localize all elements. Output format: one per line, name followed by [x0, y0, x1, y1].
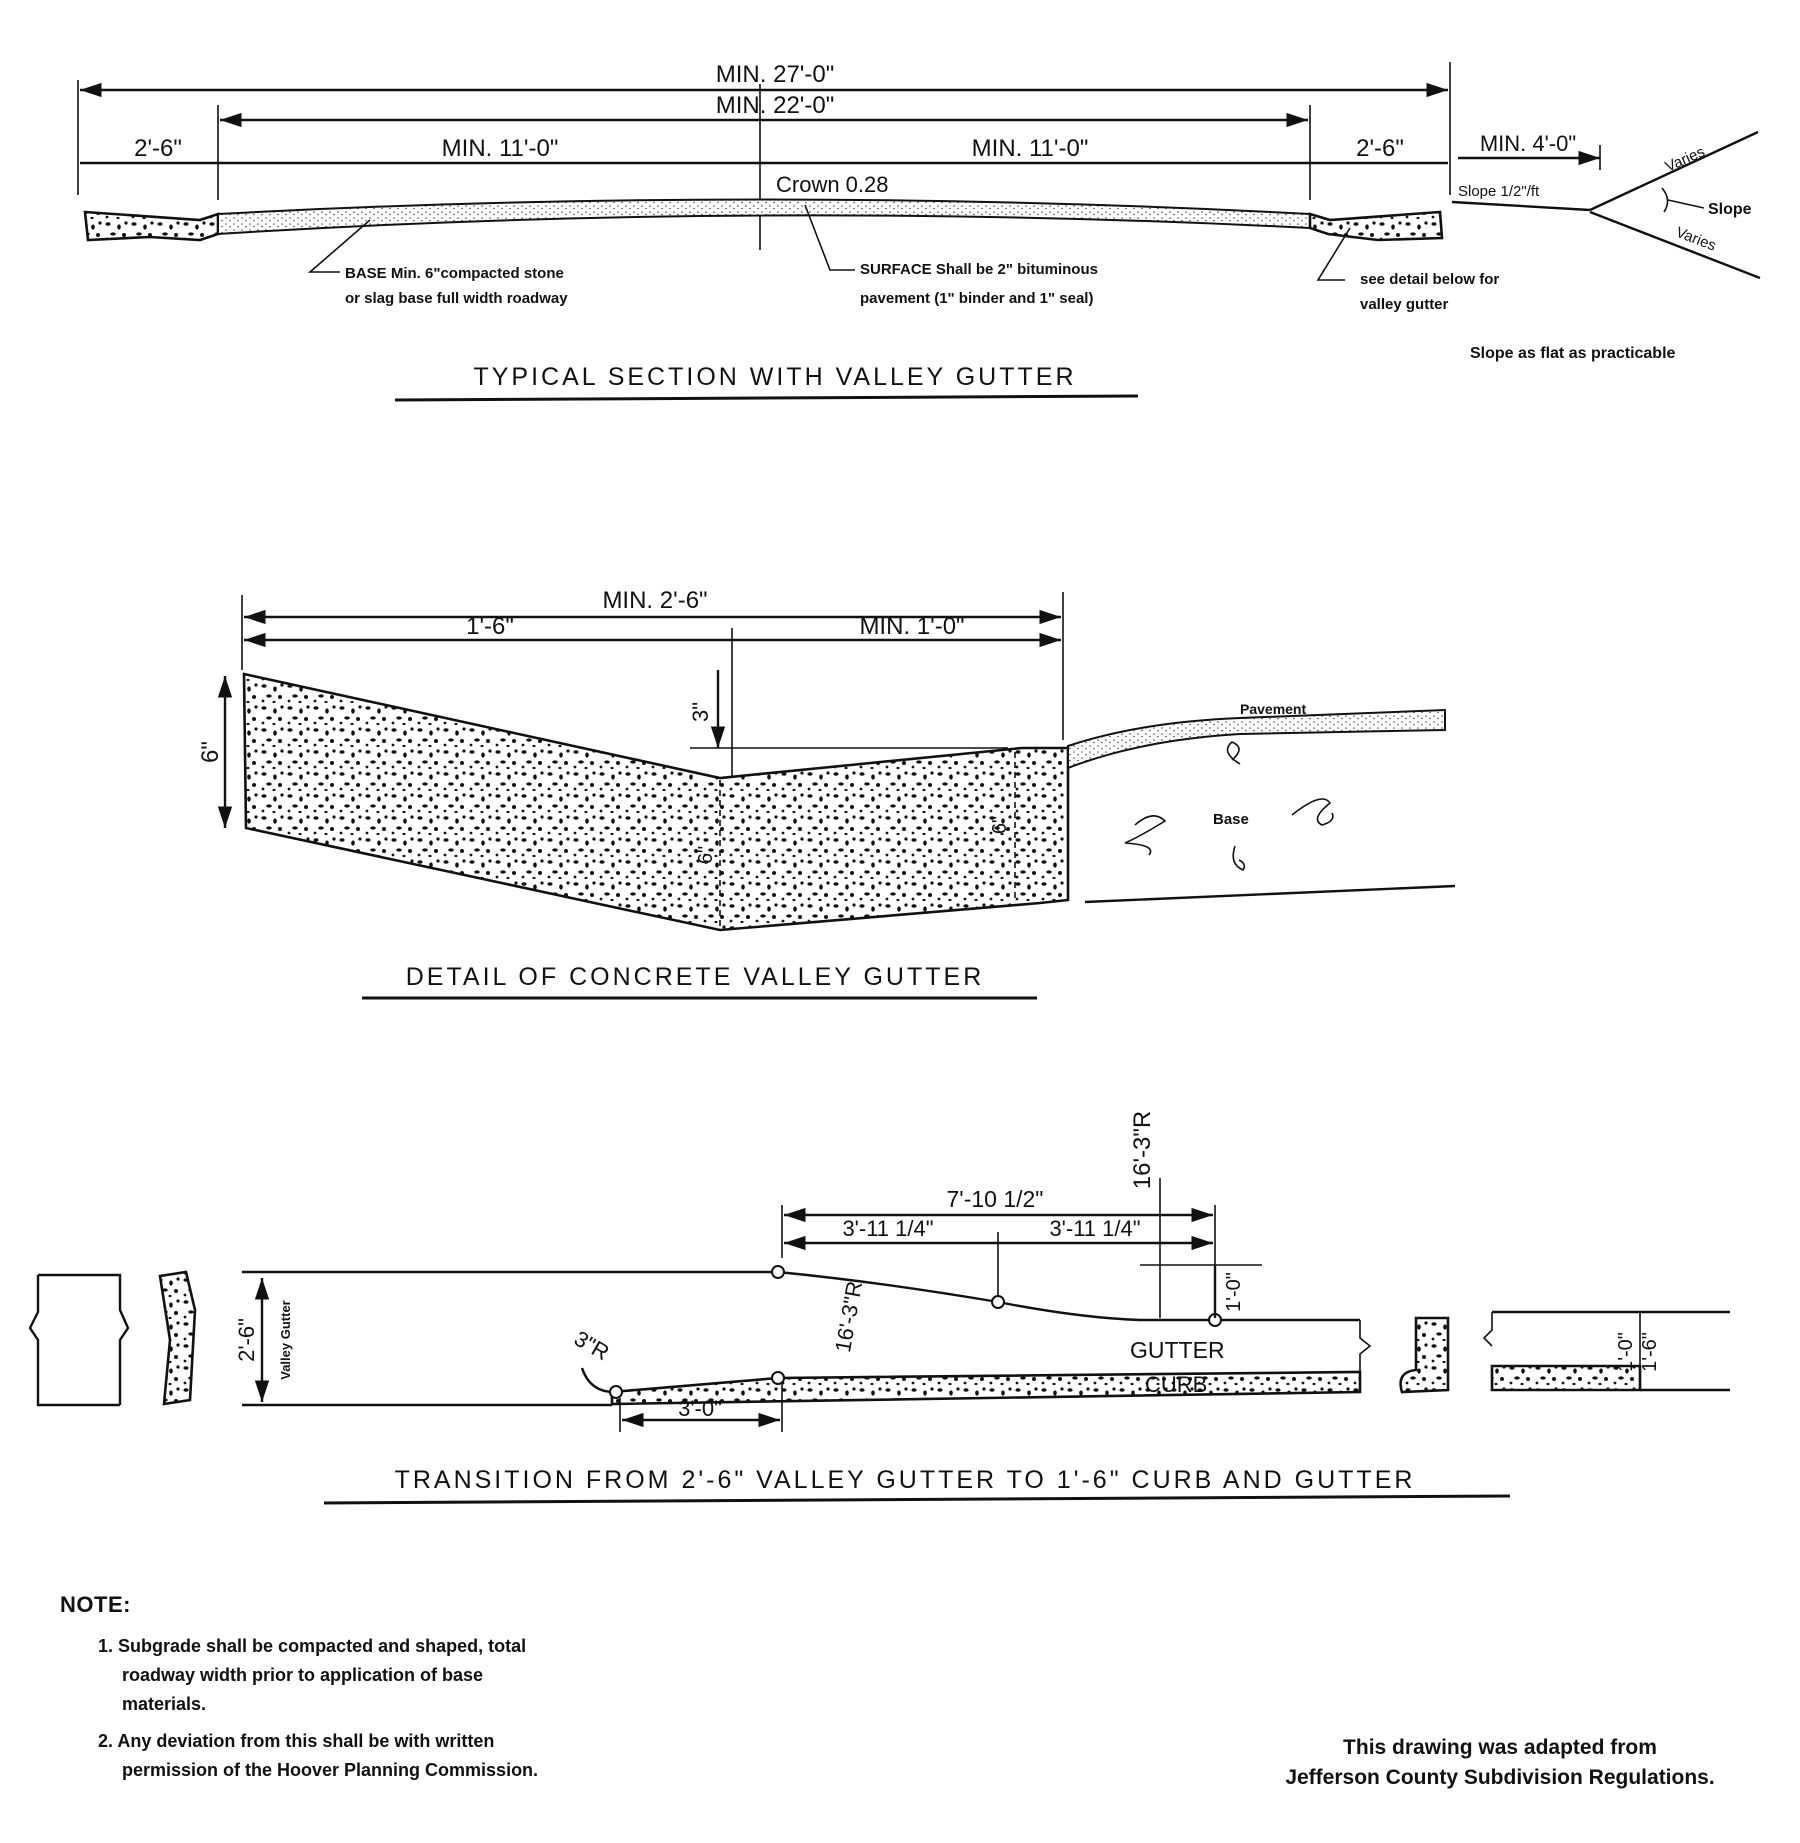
credit-block: This drawing was adapted from Jefferson … [1220, 1733, 1780, 1793]
leader-line [1667, 199, 1705, 209]
slope-word-label: Slope [1708, 201, 1752, 218]
detail-dim-right: MIN. 1'-0" [859, 613, 964, 640]
radius-top-label: 16'-3"R [1129, 1111, 1156, 1189]
gutter-note-line2: valley gutter [1360, 296, 1449, 313]
transition-title: TRANSITION FROM 2'-6" VALLEY GUTTER TO 1… [395, 1466, 1416, 1494]
slope-arc [1661, 187, 1669, 213]
varies-bottom-label: Varies [1674, 224, 1719, 255]
detail-dim-left: 1'-6" [466, 613, 514, 640]
break-symbol [1124, 815, 1167, 856]
credit-line1: This drawing was adapted from [1343, 1736, 1657, 1759]
curve-point [771, 1265, 785, 1279]
notes-block: NOTE: 1. Subgrade shall be compacted and… [60, 1592, 560, 1793]
slope-label: Slope 1/2"/ft [1458, 183, 1540, 200]
base-note-line2: or slag base full width roadway [345, 290, 568, 307]
valley-gutter-profile [158, 1270, 197, 1406]
note-item: 1. Subgrade shall be compacted and shape… [98, 1636, 527, 1714]
transition-dim-half-right: 3'-11 1/4" [1049, 1216, 1140, 1241]
concrete-detail: MIN. 2'-6" 1'-6" MIN. 1'-0" 6" 3" 6" 6" … [197, 587, 1456, 1000]
curve-point [771, 1371, 785, 1385]
transition-plan: 7'-10 1/2" 3'-11 1/4" 3'-11 1/4" 16'-3"R… [28, 1111, 1730, 1505]
base-note-line1: BASE Min. 6"compacted stone [345, 265, 564, 282]
dim-left-gutter: 2'-6" [134, 135, 182, 162]
typical-section: MIN. 27'-0" MIN. 22'-0" 2'-6" MIN. 11'-0… [77, 61, 1761, 402]
small-radius-curve [580, 1367, 615, 1394]
base-label: Base [1213, 811, 1249, 828]
detail-dim-drop: 3" [688, 702, 713, 722]
crown-label: Crown 0.28 [776, 172, 889, 197]
transition-dim-width: 2'-6" [234, 1318, 259, 1362]
detail-dim-center-depth: 6" [695, 846, 717, 864]
pavement-layer [1067, 708, 1446, 770]
title-underline [394, 394, 1139, 402]
curb-profile [1399, 1316, 1450, 1394]
radius-mid-label: 16'-3"R [830, 1279, 867, 1354]
surface-leader [804, 204, 855, 271]
transition-dim-half-left: 3'-11 1/4" [842, 1216, 933, 1241]
transition-dim-bottom: 3'-0" [678, 1396, 722, 1421]
gutter-leader [1316, 227, 1351, 281]
notes-heading: NOTE: [60, 1592, 131, 1617]
base-bottom-line [1084, 884, 1456, 904]
break-line [1359, 1320, 1372, 1392]
surface-note-line2: pavement (1" binder and 1" seal) [860, 290, 1093, 307]
varies-top-label: Varies [1663, 143, 1708, 175]
valley-gutter-end-section [28, 1273, 130, 1407]
dim-total-width: MIN. 27'-0" [716, 61, 834, 88]
slope-note: Slope as flat as practicable [1470, 345, 1676, 362]
transition-dim-offset: 1'-0" [1223, 1272, 1245, 1312]
break-line [1482, 1312, 1493, 1347]
curve-point [609, 1385, 623, 1399]
detail-dim-right-depth: 6" [989, 816, 1011, 834]
left-valley-gutter [83, 210, 220, 242]
transition-dim-right-1: 1'-0" [1615, 1332, 1637, 1372]
credit-line2: Jefferson County Subdivision Regulations… [1285, 1766, 1715, 1789]
slope-line-upper [1589, 130, 1759, 212]
gutter-note-line1: see detail below for [1360, 271, 1499, 288]
surface-note-line1: SURFACE Shall be 2" bituminous [860, 261, 1098, 278]
slope-line-lower [1589, 210, 1761, 280]
note-item: 2. Any deviation from this shall be with… [98, 1731, 539, 1780]
transition-dim-total: 7'-10 1/2" [947, 1186, 1044, 1212]
shoulder-line [1451, 200, 1591, 212]
break-symbol [1232, 845, 1246, 871]
transition-dim-right-2: 1'-6" [1639, 1332, 1661, 1372]
gutter-label: GUTTER [1130, 1337, 1225, 1363]
curve-point [991, 1295, 1005, 1309]
base-leader [307, 219, 371, 273]
radius-small-label: 3"R [570, 1326, 614, 1366]
roadway-pavement [217, 198, 1311, 236]
detail-dim-depth-left: 6" [197, 741, 224, 763]
concrete-gutter-body [242, 672, 1070, 932]
dim-right-lane: MIN. 11'-0" [972, 135, 1089, 162]
dim-shoulder: MIN. 4'-0" [1480, 131, 1576, 156]
curb-strip [610, 1370, 1362, 1406]
plan-transition-curve [777, 1270, 1360, 1322]
break-symbol [1291, 798, 1334, 826]
right-valley-gutter [1308, 210, 1444, 242]
curb-label: CURB [1145, 1372, 1207, 1397]
typical-section-title: TYPICAL SECTION WITH VALLEY GUTTER [473, 363, 1076, 391]
dim-roadway-width: MIN. 22'-0" [716, 92, 834, 119]
concrete-detail-title: DETAIL OF CONCRETE VALLEY GUTTER [406, 963, 985, 991]
valley-gutter-label: Valley Gutter [278, 1300, 293, 1379]
pavement-label: Pavement [1240, 701, 1306, 717]
break-symbol [1226, 741, 1241, 765]
dim-left-lane: MIN. 11'-0" [442, 135, 559, 162]
title-underline [323, 1494, 1511, 1505]
dim-right-gutter: 2'-6" [1356, 135, 1404, 162]
detail-dim-total: MIN. 2'-6" [602, 587, 707, 614]
